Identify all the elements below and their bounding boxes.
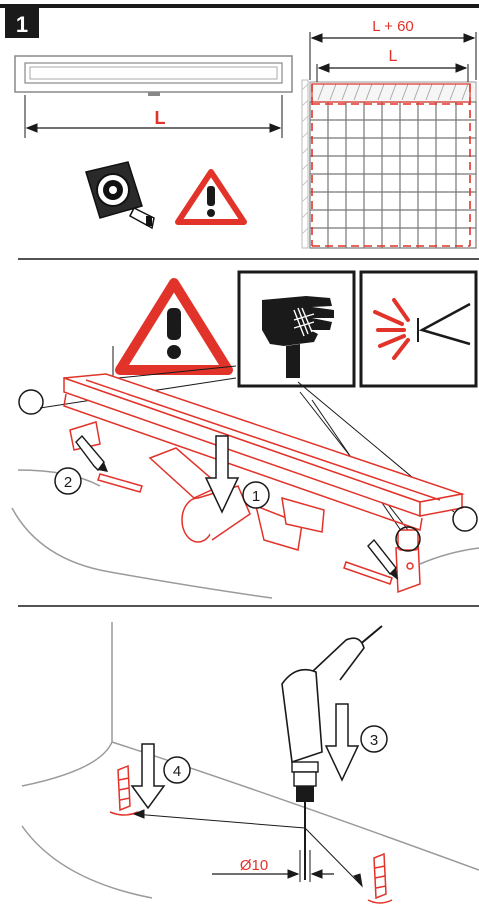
pencil-icon [75,434,108,472]
pointer-lines [132,809,363,888]
tape-measure-icon [85,161,155,230]
detail-circle [395,526,421,552]
diameter-dimension [212,850,334,882]
drill-down-arrow [324,703,360,782]
detail-circle [452,506,478,532]
length-plus-dimension [309,32,477,82]
push-down-arrow [204,435,240,514]
callout-1: 1 [252,488,260,505]
diameter-label: Ø10 [240,857,268,874]
callout-4-circle [163,756,191,784]
callout-4: 4 [173,763,181,780]
wall-plug-icon [109,764,139,816]
insert-down-arrow [130,743,166,810]
warning-icon [115,278,233,375]
step-badge [5,8,39,38]
step-number: 1 [16,12,28,37]
detail-circle [18,389,44,415]
tile-grid [301,79,477,249]
callout-3-circle [360,725,388,753]
wall-plug-icon [367,852,393,904]
length-plus-label: L + 60 [372,18,414,35]
warning-icon [175,169,247,225]
drill-icon [281,625,383,880]
length-label: L [155,108,166,128]
callout-2-circle [54,467,82,495]
pencil-icon [367,538,398,580]
sharp-edge-icon [359,270,478,388]
drain-channel-isometric [63,373,465,594]
callout-1-circle [242,481,270,509]
drain-channel-top-view [14,55,293,96]
glove-hand-icon [237,270,356,388]
callout-2: 2 [64,474,72,491]
length-inner-label: L [389,48,398,65]
length-dimension [24,95,283,138]
callout-3: 3 [370,732,378,749]
